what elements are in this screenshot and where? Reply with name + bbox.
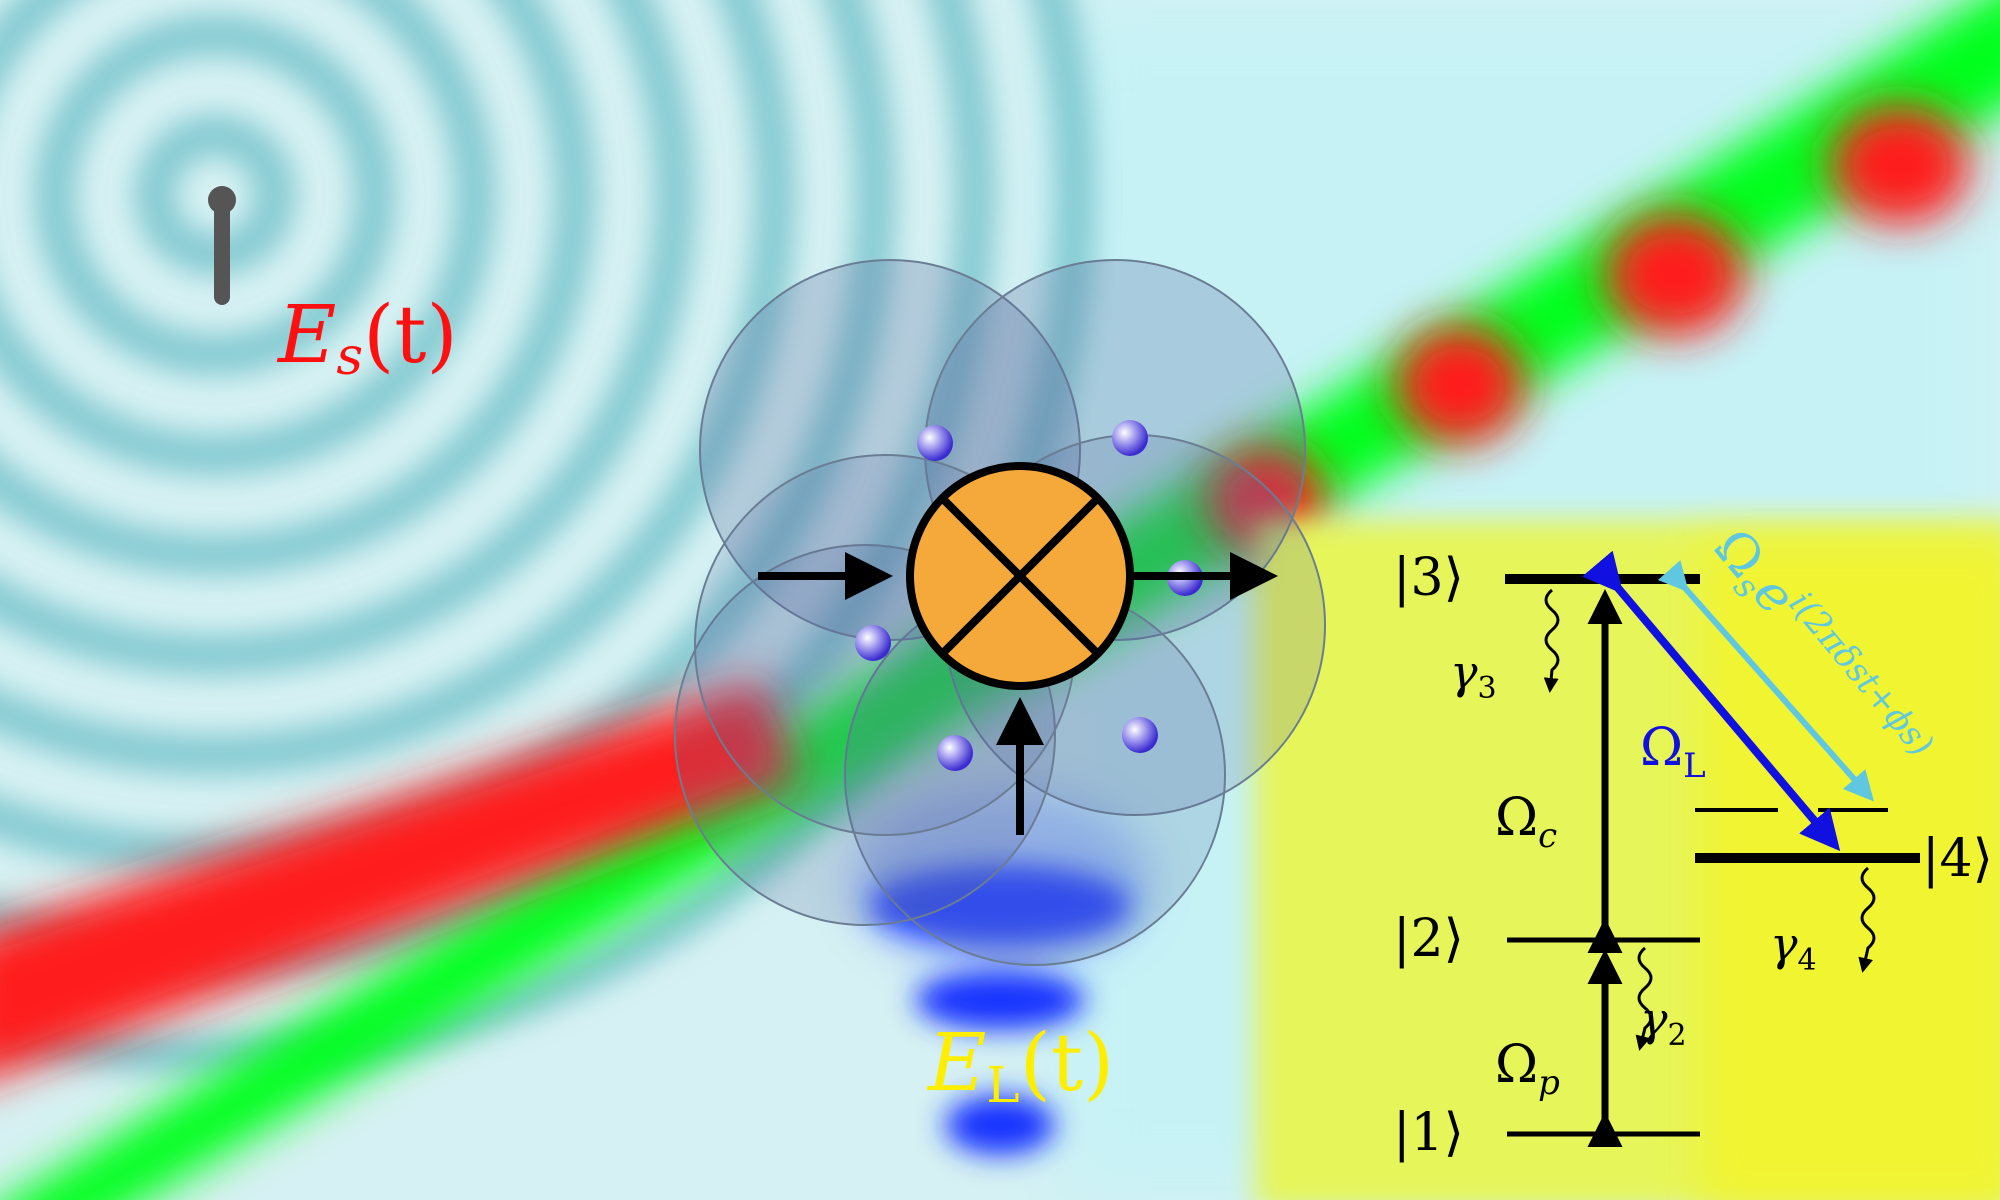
mixer-arrows xyxy=(758,552,1278,835)
level-1-label: |1⟩ xyxy=(1393,1103,1464,1163)
decay-arrows xyxy=(1543,588,1876,1051)
gamma-4-label: γ4 xyxy=(1770,917,1817,978)
level-3-label: |3⟩ xyxy=(1393,548,1464,608)
gamma-4-decay xyxy=(1858,866,1876,973)
source-field-label: Es(t) xyxy=(276,288,458,387)
source-antenna xyxy=(208,186,236,305)
red-beam xyxy=(0,680,800,1076)
omega-c-label: Ωc xyxy=(1495,788,1557,856)
gamma-3-label: γ3 xyxy=(1450,645,1497,706)
gamma-2-label: γ2 xyxy=(1640,992,1687,1053)
gamma-3-decay xyxy=(1543,588,1560,693)
local-field-label: EL(t) xyxy=(926,1016,1114,1114)
mixer-icon xyxy=(906,462,1134,690)
gamma-2-decay xyxy=(1635,946,1653,1051)
level-2-label: |2⟩ xyxy=(1393,909,1464,969)
level-4-label: |4⟩ xyxy=(1922,829,1993,889)
red-pulses xyxy=(1205,105,1970,555)
omega-s-arrow xyxy=(1657,560,1874,802)
omega-p-label: Ωp xyxy=(1495,1035,1560,1103)
atoms xyxy=(855,420,1203,771)
omega-L-label: ΩL xyxy=(1640,718,1706,786)
